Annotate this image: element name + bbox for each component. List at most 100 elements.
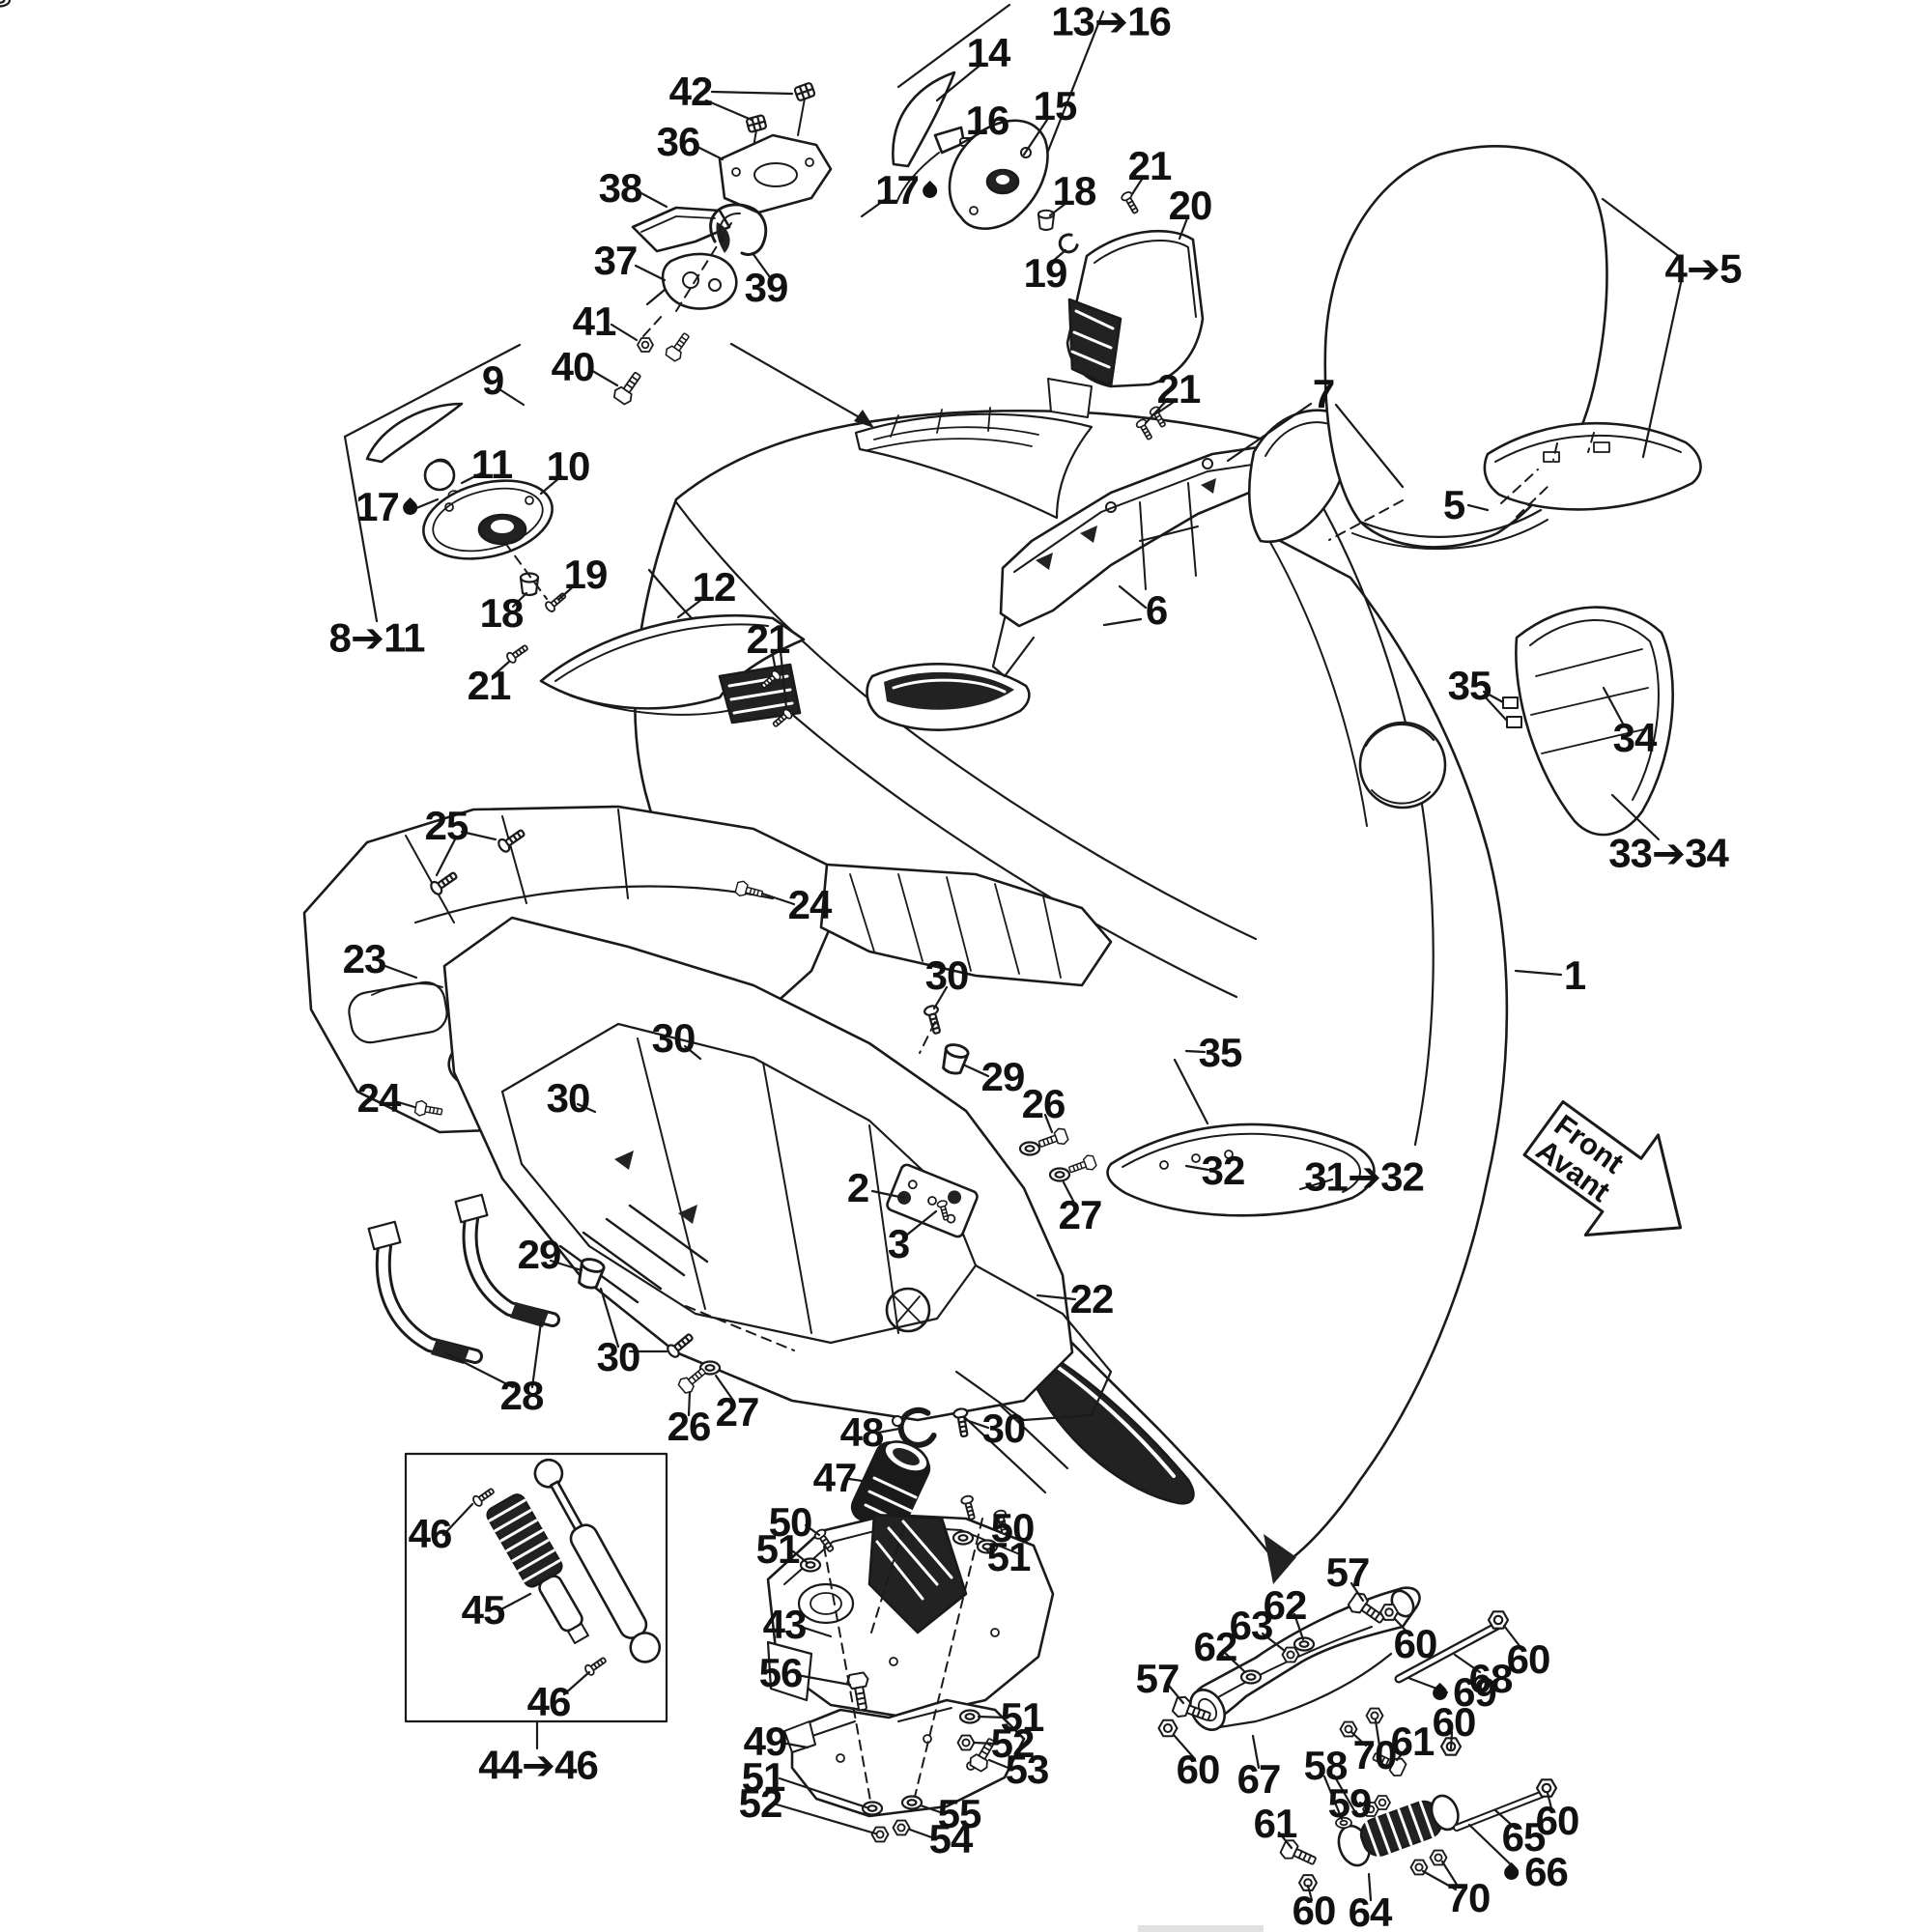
callout-number: 52 [738,1780,783,1826]
callout-39: 39 [744,265,789,311]
callout-number: 66 [1524,1849,1569,1894]
callout-30: 30 [597,1334,641,1380]
callout-52: 52 [991,1720,1036,1767]
callout-15: 15 [1033,83,1078,129]
callout-number: 46 [526,1679,572,1724]
callout-60: 60 [1433,1699,1477,1746]
callout-41: 41 [573,298,617,345]
callout-number: 51 [755,1526,801,1572]
callout-number: 70 [1352,1732,1398,1777]
callout-number: 57 [1325,1549,1371,1595]
callout-66: 66 [1501,1849,1569,1895]
callout-26: 26 [1021,1081,1066,1127]
callout-number: 53 [1005,1747,1050,1792]
callout-30: 30 [547,1075,591,1122]
callout-55: 55 [937,1791,982,1837]
callout-2: 2 [847,1165,869,1211]
callout-70: 70 [1352,1732,1398,1778]
callout-number: 42 [668,69,714,114]
callout-17: 17 [355,484,420,530]
callout-number: 4➔5 [1664,245,1743,292]
side-trim-part-33-34 [1502,606,1674,837]
callout-number: 48 [839,1409,885,1455]
callout-number: 11 [470,441,513,487]
callout-number: 27 [1058,1192,1103,1237]
callout-17: 17 [875,167,940,213]
callout-27: 27 [1058,1192,1103,1238]
callout-45: 45 [462,1587,506,1634]
callout-number: 37 [593,238,639,283]
callout-4-5: 4➔5 [1664,245,1743,293]
callout-61: 61 [1254,1801,1298,1847]
callout-23: 23 [343,936,387,982]
callout-54: 54 [929,1816,974,1862]
callout-number: 55 [937,1791,982,1836]
callout-21: 21 [746,616,791,663]
callout-63: 63 [1230,1603,1274,1649]
gas-spring-box-44-46 [404,1452,668,1723]
callout-number: 38 [598,165,643,211]
callout-number: 27 [715,1389,760,1435]
callout-29: 29 [518,1232,562,1278]
callout-34: 34 [1613,715,1658,761]
callout-number: 21 [1127,143,1173,188]
callout-26: 26 [667,1404,712,1450]
callout-49: 49 [744,1719,788,1765]
callout-36: 36 [657,119,701,165]
callout-67: 67 [1236,1756,1282,1803]
callout-number: 39 [744,265,789,310]
latch-group-36-42 [611,81,833,408]
callout-number: 33➔34 [1608,830,1729,876]
callout-number: 69 [1453,1669,1497,1715]
callout-52: 52 [738,1780,783,1827]
callout-number: 21 [746,616,791,662]
callout-21: 21 [1127,143,1173,189]
callout-42: 42 [668,69,714,115]
callout-number: 26 [1021,1081,1066,1126]
callout-number: 62 [1193,1624,1238,1669]
callout-number: 22 [1069,1276,1115,1321]
callout-38: 38 [598,165,643,212]
callout-19: 19 [1024,250,1068,297]
callout-number: 67 [1236,1756,1282,1802]
callout-69: 69 [1430,1669,1497,1716]
bottom-pan-22 [367,916,1113,1534]
callout-number: 50 [768,1499,813,1545]
callout-16: 16 [966,98,1010,144]
callout-14: 14 [967,30,1011,76]
callout-number: 18 [479,590,525,636]
callout-number: 57 [1135,1656,1180,1701]
callout-5: 5 [1443,482,1465,528]
callout-33-34: 33➔34 [1608,830,1729,877]
callout-number: 30 [981,1406,1027,1451]
callout-number: 8➔11 [328,614,426,661]
callout-53: 53 [1005,1747,1050,1793]
callout-24: 24 [357,1075,402,1122]
callout-46: 46 [409,1511,453,1557]
callout-31-32: 31➔32 [1304,1153,1425,1201]
callout-8-11: 8➔11 [328,614,426,662]
callout-18: 18 [1053,168,1097,214]
callout-number: 17 [875,167,920,213]
callout-number: 21 [467,663,512,708]
callout-65: 65 [1501,1814,1547,1861]
callout-35: 35 [1199,1030,1243,1076]
callout-number: 26 [667,1404,712,1449]
callout-number: 19 [563,552,609,597]
callout-number: 30 [924,952,970,998]
callout-number: 56 [758,1650,804,1695]
callout-57: 57 [1325,1549,1371,1596]
callout-6: 6 [1146,587,1168,634]
callout-number: 65 [1501,1814,1547,1860]
callout-number: 29 [980,1054,1026,1099]
lubricant-drop-icon [1501,1861,1522,1883]
callout-number: 17 [355,484,400,529]
callout-13-16: 13➔16 [1051,0,1172,45]
callout-number: 60 [1393,1621,1438,1666]
callout-number: 62 [1263,1582,1308,1628]
callout-number: 15 [1033,83,1078,128]
callout-40: 40 [552,344,596,390]
callout-60: 60 [1393,1621,1438,1667]
callout-number: 44➔46 [478,1742,599,1788]
callout-number: 60 [1176,1747,1221,1792]
